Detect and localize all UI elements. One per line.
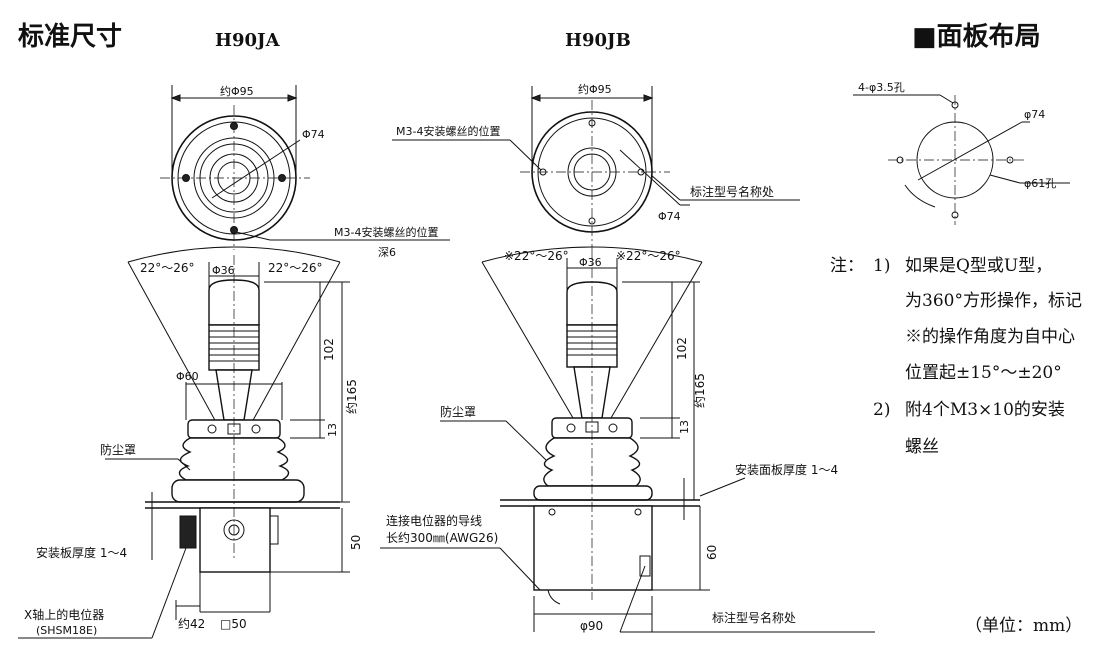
h90jb-angle-right-label: ※22°～26° [616,249,681,263]
h90ja-pot-label-1: X轴上的电位器 [24,607,104,622]
h90jb-dia-90-label: φ90 [580,619,603,633]
h90jb-dim-13-label: 13 [678,420,691,434]
h90ja-angle-right-label: 22°～26° [268,261,323,275]
h90ja-dim-42-label: 约42 [178,616,205,631]
h90jb-side-view: ※22°～26° ※22°～26° Φ36 [380,246,875,633]
h90jb-wire-label-1: 连接电位器的导线 [386,513,482,528]
page-title: 标准尺寸 [18,22,122,52]
note-1-line-1: 如果是Q型或U型， [905,256,1052,276]
h90ja-dia-95-label: 约Φ95 [220,85,254,98]
note-1-mark: 1) [873,256,890,276]
h90jb-model-label-top: 标注型号名称处 [690,184,774,199]
note-1-line-2: 为360°方形操作，标记 [905,291,1082,311]
h90ja-dust-cover-label: 防尘罩 [100,442,136,457]
h90jb-dim-102-label: 102 [675,337,689,360]
h90ja-dim-50-label: 50 [349,535,363,550]
h90ja-screw-pos-label: M3-4安装螺丝的位置 [334,225,438,239]
note-2-mark: 2) [873,400,890,420]
note-1-line-4: 位置起±15°～±20° [905,363,1062,383]
h90jb-panel-thickness-label: 安装面板厚度 1～4 [735,462,838,477]
h90ja-plate-thickness-label: 安装板厚度 1～4 [36,545,127,560]
h90jb-dust-cover-label: 防尘罩 [440,404,476,419]
unit-label: （单位：mm） [965,616,1082,636]
h90jb-wire-label-2: 长约300㎜(AWG26) [386,530,498,545]
panel-dia-61-label: φ61孔 [1024,177,1056,190]
h90ja-dim-13-label: 13 [326,423,339,437]
h90ja-dia-36-label: Φ36 [212,264,235,277]
note-1-line-3: ※的操作角度为自中心 [905,327,1075,347]
h90jb-dim-165-label: 约165 [692,373,707,408]
panel-layout-title: ■面板布局 [912,22,1041,52]
h90ja-dia-74-label: Φ74 [302,128,325,141]
h90ja-pot-label-2: (SHSM18E) [36,624,97,637]
h90ja-side-view: 22°～26° 22°～26° Φ36 Φ60 [18,246,363,639]
note-2-line-2: 螺丝 [905,437,939,457]
model-a-title: H90JA [215,30,281,51]
h90jb-dia-74-label: Φ74 [658,210,681,223]
h90ja-dim-102-label: 102 [322,338,336,361]
panel-dia-74-label: φ74 [1024,108,1045,121]
h90jb-dia-36-label: Φ36 [579,256,602,269]
h90jb-dim-60-label: 60 [705,545,719,560]
panel-holes-label: 4-φ3.5孔 [858,81,905,94]
h90ja-depth-label: 深6 [378,246,396,259]
h90ja-dia-60-label: Φ60 [176,370,199,383]
h90ja-dim-165-label: 约165 [344,379,359,414]
notes-block: 注： 1) 如果是Q型或U型， 为360°方形操作，标记 ※的操作角度为自中心 … [830,256,1082,457]
notes-prefix: 注： [830,256,864,276]
h90jb-model-label-bottom: 标注型号名称处 [712,610,796,625]
model-b-title: H90JB [565,30,631,51]
panel-layout-view: 4-φ3.5孔 φ74 φ61孔 [853,81,1070,225]
h90jb-screw-pos-label: M3-4安装螺丝的位置 [396,124,500,138]
h90ja-dim-sq50-label: □50 [220,617,247,631]
h90jb-top-view: 约Φ95 M3-4安装螺丝的位置 Φ74 标注型号名称处 [392,83,800,250]
h90ja-top-view: 约Φ95 Φ74 M3-4安装螺丝的位置 深6 [160,85,450,259]
h90jb-dia-95-label: 约Φ95 [578,83,612,96]
note-2-line-1: 附4个M3×10的安装 [905,400,1065,420]
h90ja-angle-left-label: 22°～26° [140,261,195,275]
h90jb-angle-left-label: ※22°～26° [504,249,569,263]
